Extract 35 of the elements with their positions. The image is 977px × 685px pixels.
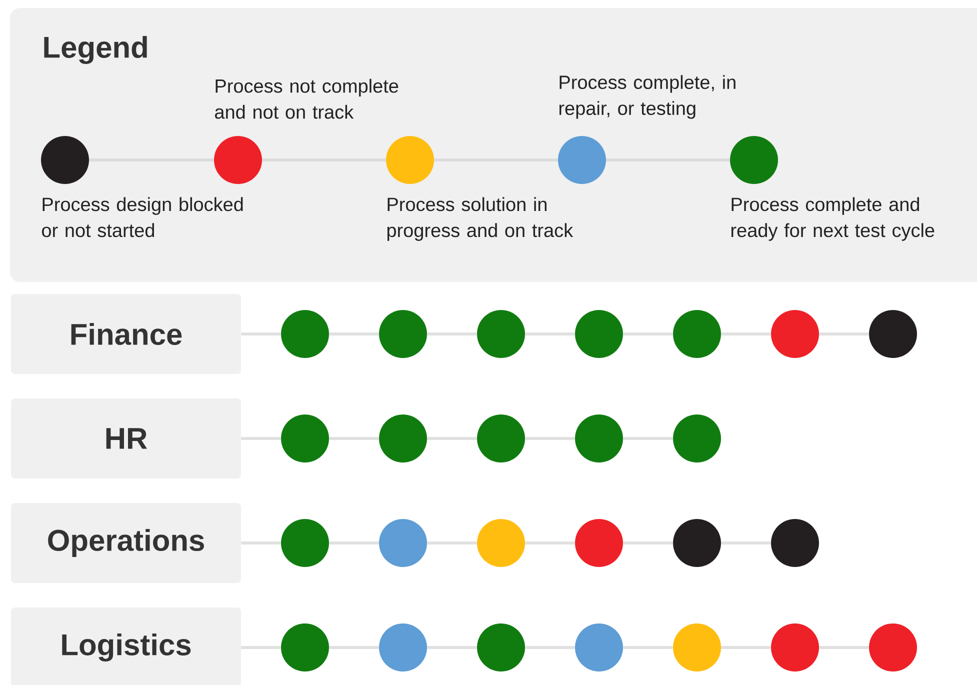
row-label-box: HR: [11, 398, 241, 478]
status-dot: [477, 414, 525, 462]
legend-heading: Legend: [44, 36, 147, 64]
status-dot: [477, 518, 525, 567]
status-dot: [673, 623, 721, 672]
legend-text: Process not complete and not on track: [215, 78, 398, 119]
status-dot: [477, 310, 525, 358]
status-dot: [281, 623, 329, 672]
status-dot: [379, 310, 427, 358]
status-dot: [673, 414, 721, 462]
legend-text: Process complete, in repair, or testing: [559, 75, 736, 119]
status-dot: [869, 310, 917, 358]
status-dot: [281, 414, 329, 462]
legend-text: Process design blocked or not started: [42, 197, 243, 238]
status-dot: [575, 518, 623, 567]
status-dot: [281, 310, 329, 358]
row-label-box: Finance: [11, 294, 241, 374]
row-label-box: Logistics: [11, 607, 241, 685]
status-dot: [771, 623, 819, 672]
status-dot: [771, 310, 819, 358]
status-dot: [869, 623, 917, 672]
status-dot: [673, 310, 721, 358]
status-dot: [281, 518, 329, 567]
status-dot: [575, 414, 623, 462]
status-dot: [477, 623, 525, 672]
status-dot: [673, 518, 721, 567]
status-dot: [575, 623, 623, 672]
status-dot: [575, 310, 623, 358]
status-dot: [771, 518, 819, 567]
legend-text: Process solution in progress and on track: [387, 197, 574, 241]
status-dot: [379, 623, 427, 672]
legend-text: Process complete and ready for next test cycle: [731, 197, 934, 241]
status-dot: [379, 518, 427, 567]
row-label-box: Operations: [11, 502, 241, 583]
status-dot: [379, 414, 427, 462]
